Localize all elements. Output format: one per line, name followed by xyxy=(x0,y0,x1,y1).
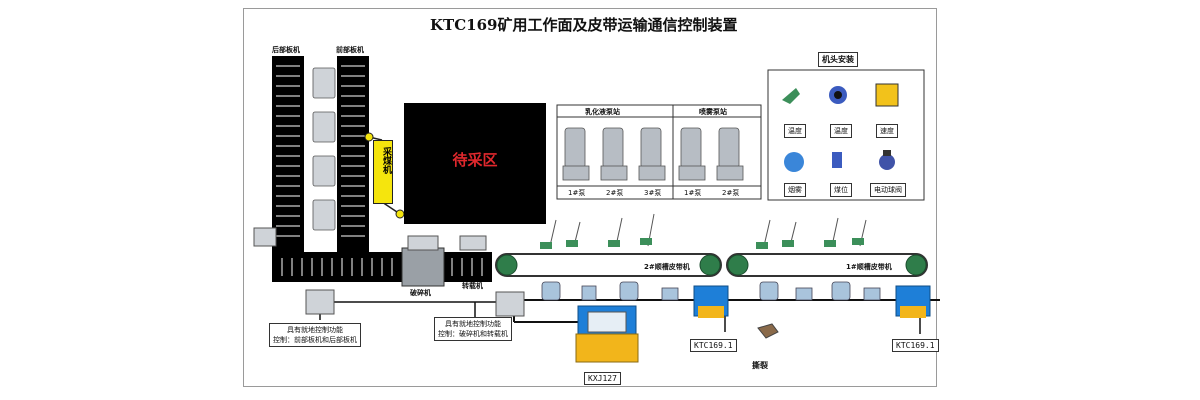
shearer-label: 采煤机 xyxy=(381,147,391,174)
rear-conveyor-stripes xyxy=(276,65,300,237)
front-conveyor-column xyxy=(337,56,369,254)
kxj127-label: KXJ127 xyxy=(584,372,621,385)
local-control-note-1: 具有就地控制功能 控制：前部板机和后部板机 xyxy=(269,323,361,347)
front-conveyor-stripes xyxy=(341,65,365,237)
pump-icons xyxy=(562,127,744,181)
belt-conveyor-2 xyxy=(495,253,722,277)
local-control-note-2: 具有就地控制功能 控制：破碎机和转载机 xyxy=(434,317,512,341)
rear-drive-motor xyxy=(253,227,277,247)
hydraulic-supports xyxy=(312,67,336,231)
sensor-label-temperature-1: 温度 xyxy=(784,124,806,138)
sensor-label-ball-valve: 电动球阀 xyxy=(870,183,906,197)
belt2-drum-right xyxy=(699,254,721,276)
pull-switch-bodies xyxy=(540,238,864,249)
emulsion-pump-3-label: 3#泵 xyxy=(644,189,662,197)
local-controller-2 xyxy=(495,291,525,317)
sensor-icons xyxy=(782,83,899,172)
belt-conveyor-1 xyxy=(726,253,928,277)
emulsion-pump-1-label: 1#泵 xyxy=(568,189,586,197)
local-control-note-2-line1: 具有就地控制功能 xyxy=(445,320,501,328)
crusher-motor xyxy=(407,235,439,251)
shearer: 采煤机 xyxy=(373,140,393,204)
head-install-title: 机头安装 xyxy=(818,52,858,67)
local-control-note-1-line1: 具有就地控制功能 xyxy=(287,326,343,334)
transfer-machine-label: 转载机 xyxy=(462,282,483,290)
emulsion-station-title: 乳化液泵站 xyxy=(585,108,620,116)
sensor-label-smoke: 烟雾 xyxy=(784,183,806,197)
conveyor-1-label: 1#顺槽皮带机 xyxy=(846,263,892,271)
sensor-label-coal-level: 煤位 xyxy=(830,183,852,197)
spray-pump-1-label: 1#泵 xyxy=(684,189,702,197)
belt1-drum-left xyxy=(727,254,749,276)
bus-devices xyxy=(541,281,881,301)
conveyor-2-label: 2#顺槽皮带机 xyxy=(644,263,690,271)
crusher-label: 破碎机 xyxy=(410,289,431,297)
spray-pump-2-label: 2#泵 xyxy=(722,189,740,197)
ktc169-label-a: KTC169.1 xyxy=(690,339,737,352)
tear-label: 撕裂 xyxy=(752,361,768,370)
rear-conveyor-label: 后部板机 xyxy=(272,46,300,54)
crusher-body xyxy=(401,247,445,287)
waiting-area-label: 待采区 xyxy=(452,151,498,169)
waiting-area: 待采区 xyxy=(404,103,546,224)
sensor-label-temperature-2: 温度 xyxy=(830,124,852,138)
local-controller-1 xyxy=(305,289,335,315)
diagram-title: KTC169矿用工作面及皮带运输通信控制装置 xyxy=(430,16,738,34)
tear-sensor xyxy=(757,323,779,339)
ktc169-label-b: KTC169.1 xyxy=(892,339,939,352)
pull-rope-switches xyxy=(549,213,867,247)
emulsion-pump-2-label: 2#泵 xyxy=(606,189,624,197)
spray-station-title: 喷雾泵站 xyxy=(699,108,727,116)
rear-conveyor-column xyxy=(272,56,304,254)
local-control-note-1-line2: 控制：前部板机和后部板机 xyxy=(273,336,357,344)
local-control-note-2-line2: 控制：破碎机和转载机 xyxy=(438,330,508,338)
sensor-label-speed: 速度 xyxy=(876,124,898,138)
belt1-drum-right xyxy=(905,254,927,276)
face-conveyor-stripes xyxy=(281,258,483,276)
belt2-drum-left xyxy=(496,254,518,276)
transfer-motor xyxy=(459,235,487,251)
front-conveyor-label: 前部板机 xyxy=(336,46,364,54)
